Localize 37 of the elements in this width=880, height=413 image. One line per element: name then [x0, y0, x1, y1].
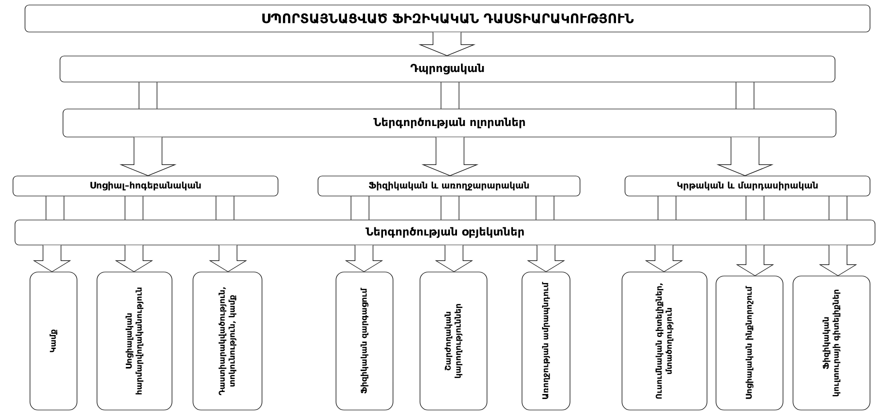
object-card: Դաստիարակվածություն, տոկունություն, կամք: [192, 272, 262, 410]
block-arrow: [114, 245, 154, 272]
connector: [658, 196, 676, 220]
title-box: ՍՊՈՐՏԱՅՆԱՑՎԱԾ ՖԻԶԻԿԱԿԱՆ ԴԱՍՏԻԱՐԱԿՈՒԹՅՈՒՆ: [24, 4, 870, 32]
object-box: Ներգործության օբյեկտներ: [14, 220, 876, 246]
connector: [736, 82, 754, 109]
object-card: Սոցիալական հարմարվողականություն: [96, 272, 172, 410]
connector: [46, 196, 64, 220]
connector: [124, 196, 144, 220]
block-arrow: [119, 137, 177, 176]
block-arrow: [32, 245, 72, 272]
connector: [746, 196, 764, 220]
block-arrow: [418, 32, 476, 56]
block-arrow: [434, 245, 474, 272]
object-card: Առողջության ամրապնդում: [522, 272, 570, 410]
block-arrow: [716, 137, 774, 176]
block-arrow: [526, 245, 566, 272]
connector: [536, 196, 554, 220]
block-arrow: [644, 245, 684, 272]
block-arrow: [736, 245, 774, 276]
block-arrow: [818, 245, 858, 276]
object-card: Սոցիալական ինքնորոշում: [716, 276, 784, 410]
connector: [440, 82, 460, 109]
connector: [828, 196, 848, 220]
connector: [350, 196, 370, 220]
block-arrow: [344, 245, 384, 272]
object-card: Ֆիզիկական կուլտուրայի գիտելիքներ: [792, 276, 870, 410]
object-card: Ուսումնական գիտելիքներ, մտածողություն: [622, 272, 708, 410]
school-box: Դպրոցական: [60, 56, 836, 82]
object-card: Կամք: [30, 272, 78, 410]
object-card: Ֆիզիկական զարգացում: [336, 272, 394, 410]
block-arrow: [208, 245, 248, 272]
connector: [138, 82, 158, 109]
connector: [216, 196, 234, 220]
block-arrow: [421, 137, 479, 176]
object-card: Շարժողական կարողություններ: [420, 272, 488, 410]
connector: [440, 196, 460, 220]
